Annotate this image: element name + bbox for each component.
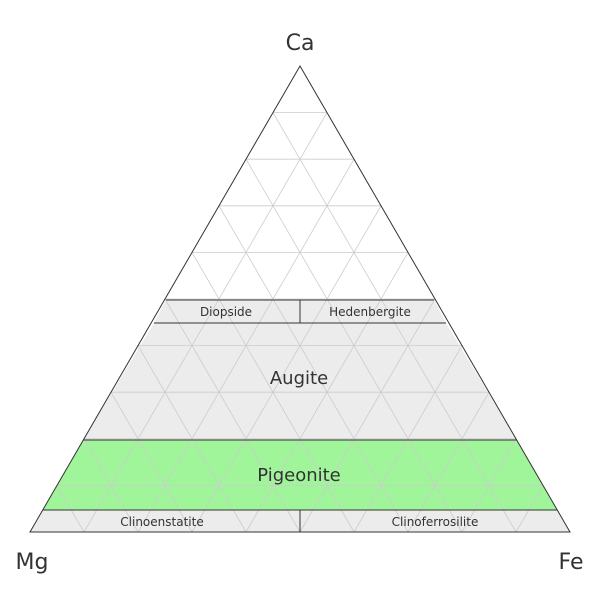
ternary-grid bbox=[56, 112, 544, 533]
grid-line-fe bbox=[407, 391, 490, 533]
vertex-label-ca: Ca bbox=[286, 31, 315, 56]
field-label-hedenbergite: Hedenbergite bbox=[329, 305, 411, 319]
grid-line-mg bbox=[56, 485, 85, 533]
field-boundaries bbox=[29, 65, 571, 533]
grid-line-fe bbox=[515, 485, 544, 533]
augite-field bbox=[83, 323, 517, 440]
grid-line-mg bbox=[83, 438, 139, 533]
field-label-diopside: Diopside bbox=[200, 305, 252, 319]
field-label-clinoferrosilite: Clinoferrosilite bbox=[392, 515, 479, 529]
grid-line-fe bbox=[353, 345, 463, 533]
grid-line-mg bbox=[164, 298, 301, 533]
pigeonite-field bbox=[43, 440, 557, 510]
vertex-label-mg: Mg bbox=[16, 550, 49, 575]
grid-line-mg bbox=[272, 112, 517, 533]
field-label-clinoenstatite: Clinoenstatite bbox=[120, 515, 203, 529]
grid-line-fe bbox=[191, 205, 382, 533]
grid-line-fe bbox=[83, 112, 328, 533]
field-label-augite: Augite bbox=[270, 368, 328, 389]
grid-line-mg bbox=[218, 205, 409, 533]
grid-line-mg bbox=[110, 391, 193, 533]
field-label-pigeonite: Pigeonite bbox=[257, 465, 341, 486]
grid-line-fe bbox=[299, 298, 436, 533]
grid-line-mg bbox=[137, 345, 247, 533]
vertex-label-fe: Fe bbox=[559, 550, 584, 575]
grid-line-fe bbox=[461, 438, 517, 533]
